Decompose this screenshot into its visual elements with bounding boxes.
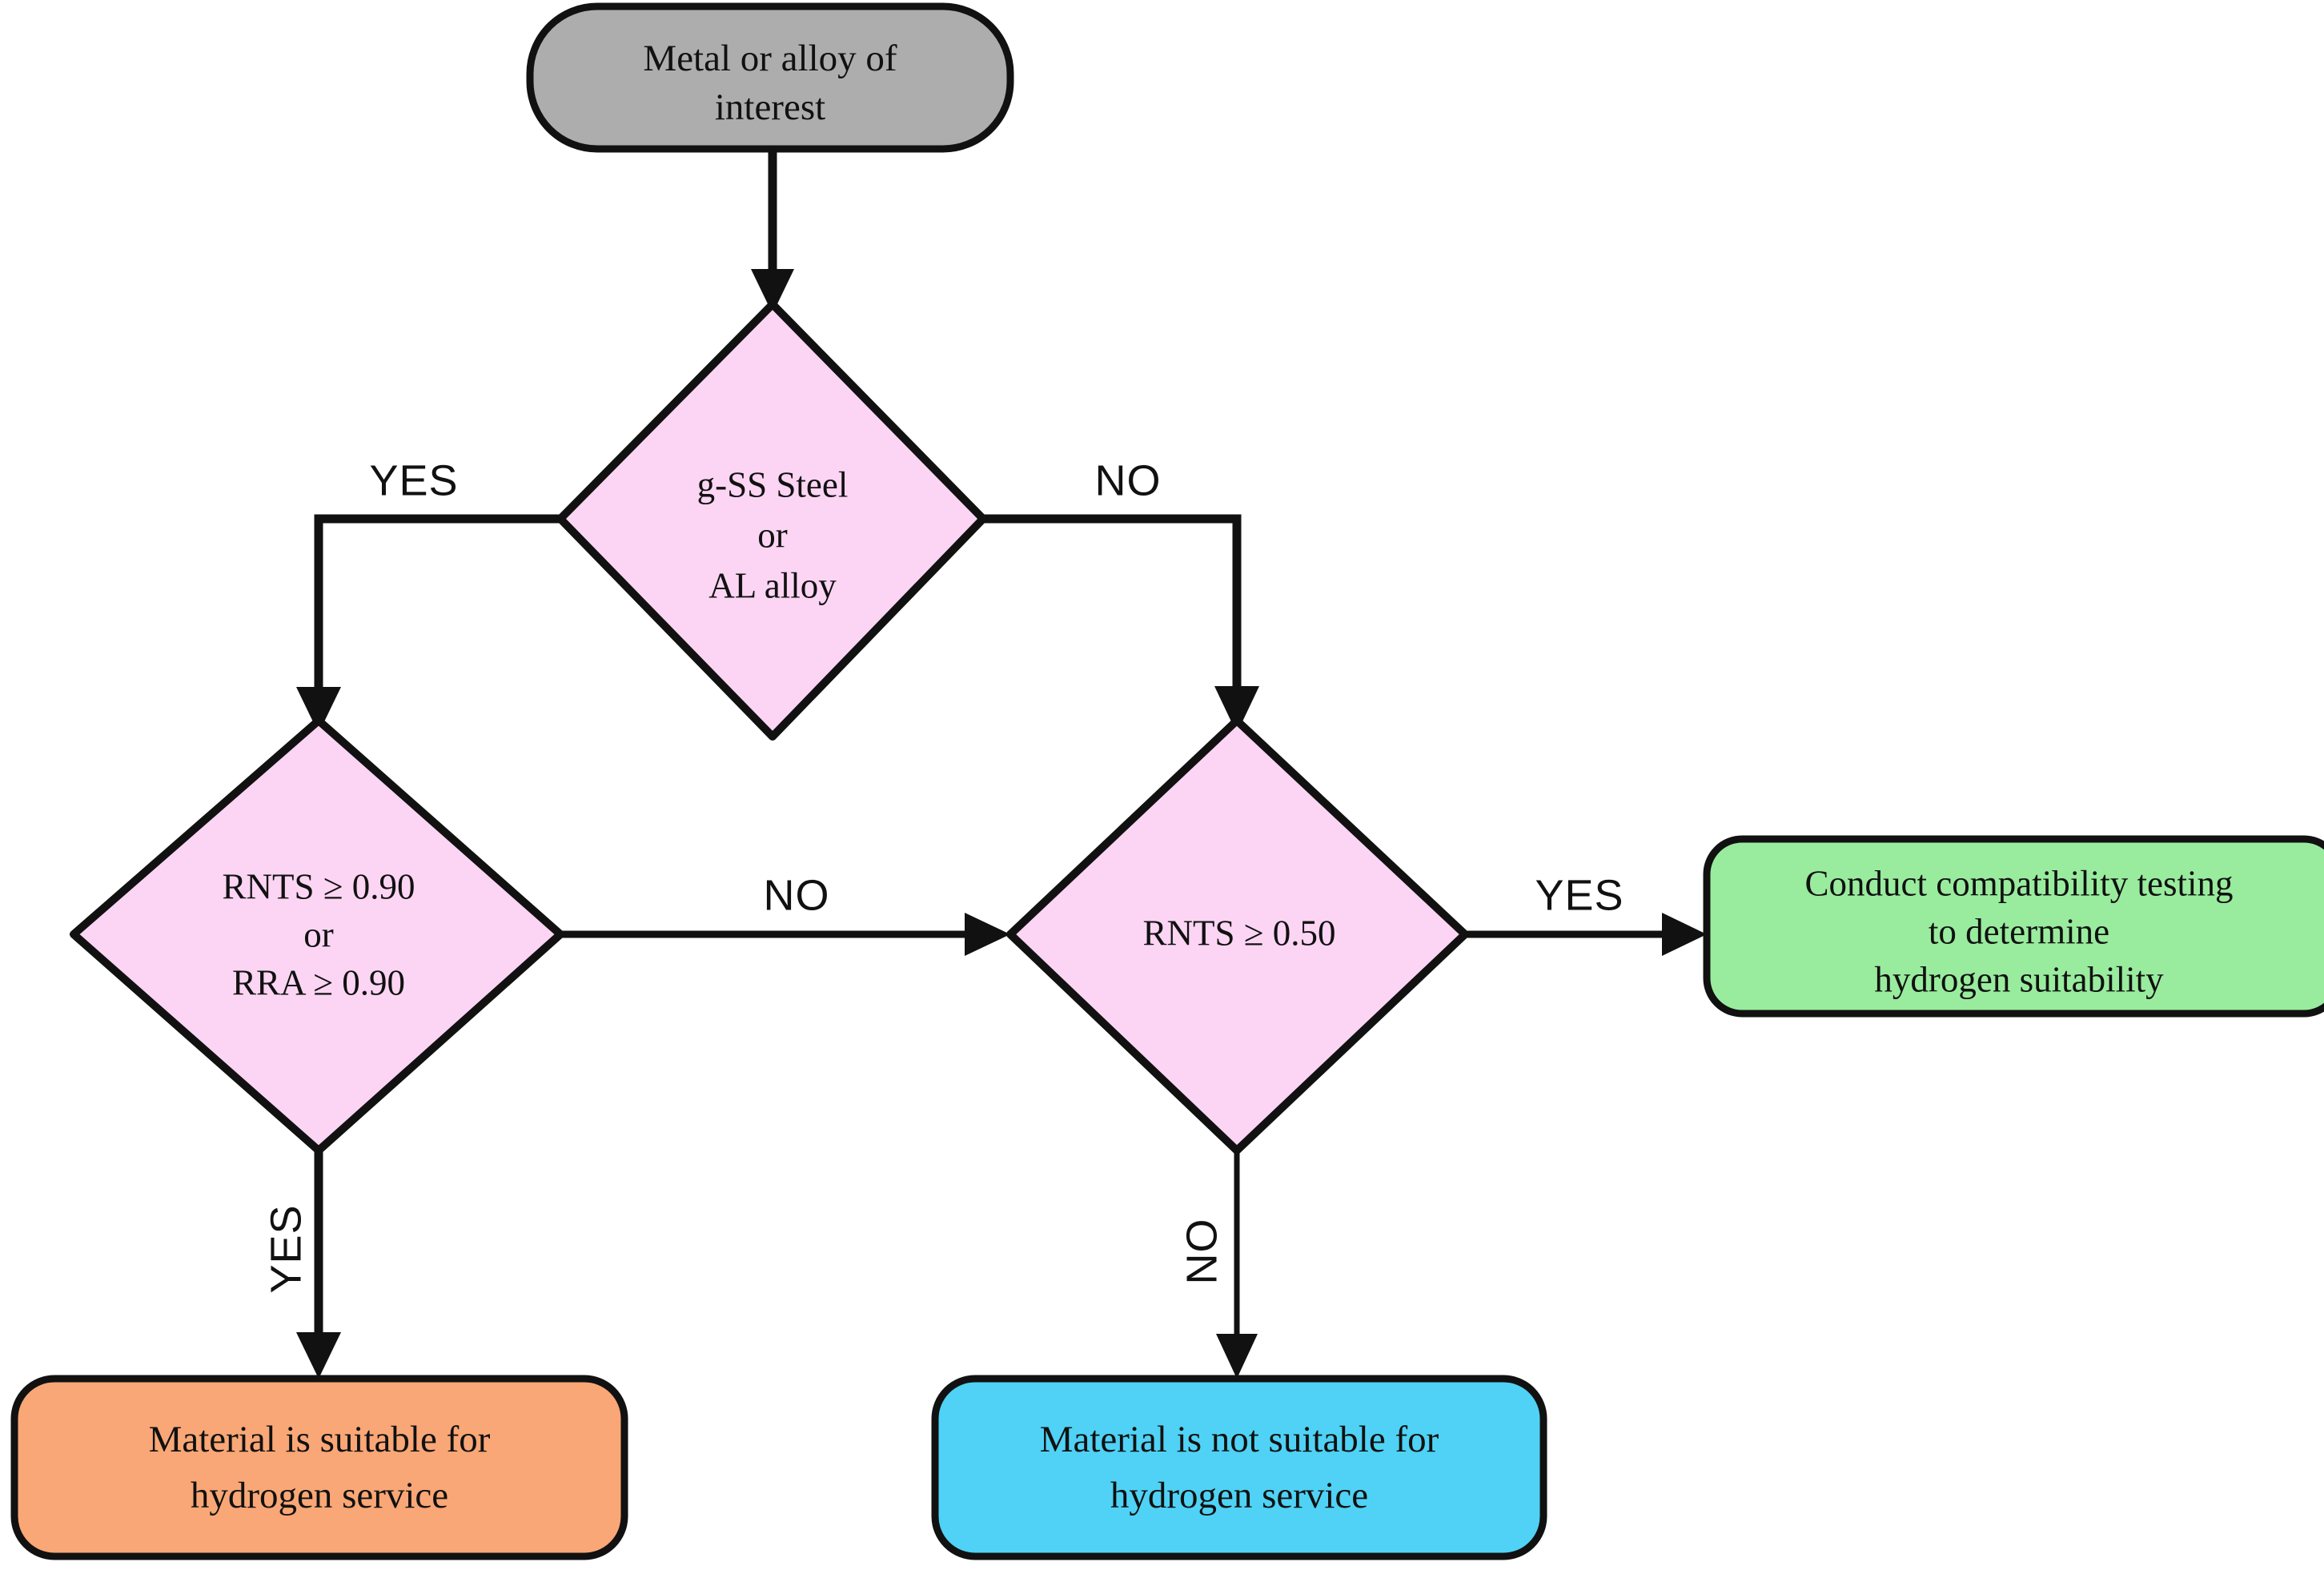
node-start-line-2: interest: [715, 86, 825, 128]
edge-material-yes: [296, 514, 560, 733]
node-decision-low-threshold[interactable]: RNTS ≥ 0.50: [1006, 717, 1469, 1154]
node-result-not-suitable-line-1: Material is not suitable for: [1040, 1419, 1439, 1460]
node-decision-high-threshold-line-2: or: [303, 914, 334, 954]
node-result-testing-line-1: Conduct compatibility testing: [1805, 863, 2234, 903]
node-decision-material-line-3: AL alloy: [708, 565, 837, 605]
node-decision-high-threshold-line-1: RNTS ≥ 0.90: [223, 866, 415, 906]
node-decision-low-threshold-line-1: RNTS ≥ 0.50: [1143, 913, 1336, 953]
node-result-testing-line-2: to determine: [1929, 911, 2109, 951]
edge-start-to-material: [751, 149, 794, 314]
node-decision-material[interactable]: g-SS Steel or AL alloy: [556, 300, 987, 741]
node-decision-material-line-2: or: [757, 515, 788, 555]
edge-label-material-yes: YES: [369, 456, 458, 504]
node-decision-material-line-1: g-SS Steel: [697, 464, 849, 504]
edge-label-low-no: NO: [1178, 1219, 1226, 1285]
edge-high-no: [560, 913, 1010, 956]
edge-label-high-no: NO: [764, 871, 830, 919]
node-result-testing[interactable]: Conduct compatibility testing to determi…: [1703, 835, 2324, 1018]
node-result-not-suitable-line-2: hydrogen service: [1110, 1475, 1368, 1516]
node-result-not-suitable[interactable]: Material is not suitable for hydrogen se…: [931, 1375, 1547, 1560]
node-result-suitable-line-1: Material is suitable for: [149, 1419, 491, 1460]
edge-label-material-no: NO: [1095, 456, 1162, 504]
node-result-suitable[interactable]: Material is suitable for hydrogen servic…: [10, 1375, 628, 1560]
edge-label-high-yes: YES: [262, 1204, 310, 1293]
node-result-suitable-line-2: hydrogen service: [191, 1475, 448, 1516]
node-start[interactable]: Metal or alloy of interest: [526, 2, 1014, 153]
edge-label-low-yes: YES: [1535, 871, 1624, 919]
node-result-testing-line-3: hydrogen suitability: [1874, 959, 2164, 999]
edge-high-yes: [296, 1141, 341, 1379]
node-decision-high-threshold[interactable]: RNTS ≥ 0.90 or RRA ≥ 0.90: [70, 717, 564, 1154]
node-start-line-1: Metal or alloy of: [643, 38, 897, 79]
node-decision-high-threshold-line-3: RRA ≥ 0.90: [232, 962, 405, 1002]
edge-material-no: [983, 514, 1259, 733]
edge-low-no: [1216, 1141, 1258, 1379]
edge-low-yes: [1465, 913, 1707, 956]
